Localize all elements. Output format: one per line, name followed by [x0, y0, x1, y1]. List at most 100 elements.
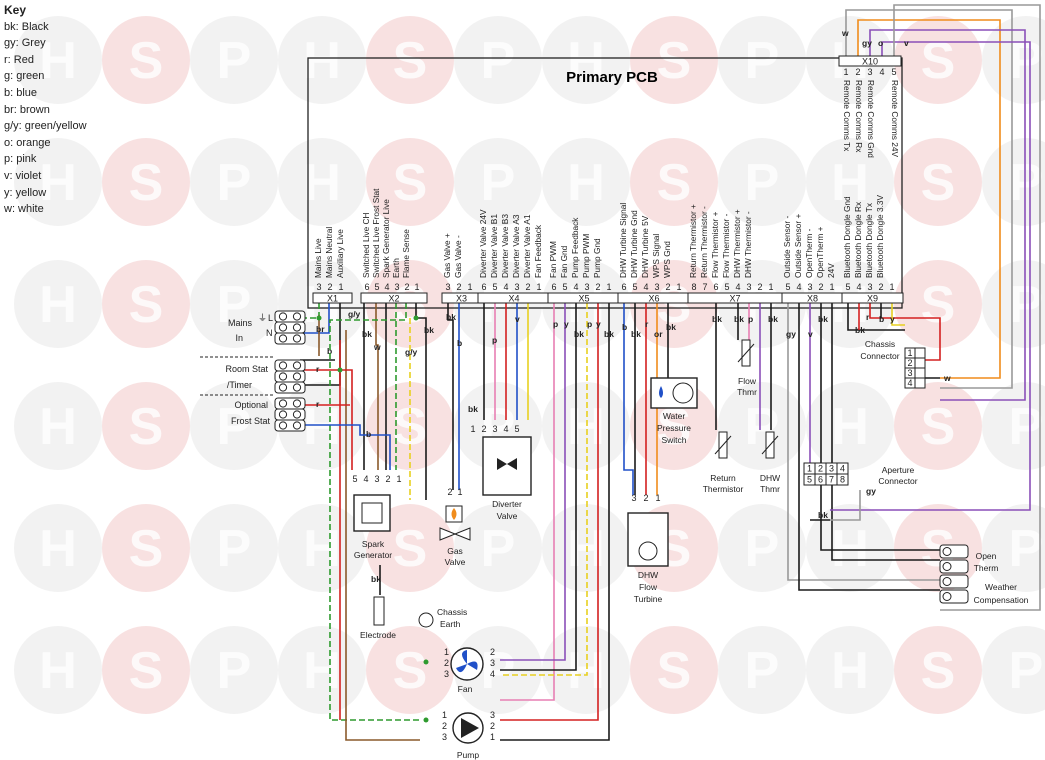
water-drop-icon [659, 386, 663, 398]
pin-number: 2 [855, 67, 860, 77]
wire-color-label: bk [712, 314, 722, 324]
dhw-turbine-label: Flow [639, 582, 658, 592]
pin-number: 4 [503, 282, 508, 292]
wire [845, 9, 1013, 389]
watermark-letter: S [129, 32, 164, 90]
weather-label: Compensation [974, 595, 1029, 605]
chassis-connector-pin: 4 [907, 378, 912, 388]
dhw-thermistor-icon-slash [761, 435, 779, 455]
chassis-connector-pin: 1 [907, 348, 912, 358]
pin-number: 1 [889, 282, 894, 292]
watermark-letter: P [1009, 276, 1044, 334]
watermark-letter: H [831, 398, 869, 456]
mains-terminal-block-screw [278, 312, 288, 321]
pin-number: 3 [654, 282, 659, 292]
watermark-letter: P [745, 520, 780, 578]
watermark-letter: S [129, 520, 164, 578]
wire-color-label: bk [666, 322, 676, 332]
room-stat-terminal: Room Stat /Timer [225, 364, 268, 390]
pin-label: Gas Valve + [442, 233, 452, 278]
connector-x1 [312, 292, 353, 304]
frost-stat-terminal-block-screw [292, 399, 302, 408]
watermark-letter: P [481, 276, 516, 334]
wire [500, 303, 610, 741]
wire [500, 303, 566, 661]
fan-pin: 1 [444, 647, 449, 657]
watermark-disc [190, 138, 278, 226]
room-stat-terminal-block-screw [278, 372, 288, 381]
wire [869, 29, 1026, 401]
watermark-letter: P [1009, 642, 1044, 700]
pin-label: Bluetooth Dongle Gnd [842, 196, 852, 278]
wire [820, 303, 940, 551]
watermark-disc [102, 260, 190, 348]
junction-dot [413, 315, 419, 321]
watermark-letter: P [745, 154, 780, 212]
return-thermistor-label: Return [710, 473, 736, 483]
pin-number: 1 [676, 282, 681, 292]
watermark-disc [102, 382, 190, 470]
wire [798, 303, 940, 591]
key-item: bk: Black [4, 20, 49, 33]
diverter-pin: 4 [503, 424, 508, 434]
watermark-letter: S [657, 642, 692, 700]
mains-terminal-block-screw [278, 334, 288, 343]
aperture-connector-pin: 2 [818, 464, 823, 474]
wire-color-label: r [866, 312, 870, 322]
aperture-connector-pin: 6 [818, 475, 823, 485]
diverter-pin: 1 [470, 424, 475, 434]
wire-color-label: b [366, 429, 371, 439]
junction-dot [337, 367, 343, 373]
mains-terminal-block-screw [292, 312, 302, 321]
gas-valve-body [439, 527, 471, 541]
pin-label: Gas Valve - [453, 235, 463, 278]
pin-number: 2 [878, 282, 883, 292]
wire [329, 303, 420, 721]
junction-dot [423, 659, 429, 665]
wire-color-label: br [316, 324, 325, 334]
pin-number: 4 [856, 282, 861, 292]
connector-id: X5 [578, 294, 589, 304]
pin-number: 2 [327, 282, 332, 292]
aperture-connector-cell [836, 473, 849, 486]
watermark-disc [454, 260, 542, 348]
watermark-disc [894, 16, 982, 104]
turbine-pin: 2 [643, 493, 648, 503]
pin-number: 2 [665, 282, 670, 292]
wire-color-label: bk [446, 312, 456, 322]
chassis-connector-cell [914, 357, 926, 369]
wire [447, 303, 454, 490]
pin-number: 4 [384, 282, 389, 292]
wire [500, 303, 555, 701]
watermark-letter: S [129, 276, 164, 334]
diverter-pin: 3 [492, 424, 497, 434]
earth-icon: ⏚ [258, 313, 267, 323]
aperture-connector-pin: 1 [807, 464, 812, 474]
junction-dot [423, 717, 429, 723]
mains-terminal-block-screw [292, 334, 302, 343]
diverter-pin: 2 [481, 424, 486, 434]
watermark-letter: P [745, 642, 780, 700]
watermark-letter: H [303, 276, 341, 334]
key-item: g: green [4, 70, 45, 83]
watermark-disc [14, 138, 102, 226]
watermark-disc [982, 504, 1045, 592]
aperture-connector-pin: 5 [807, 475, 812, 485]
watermark-letter: P [481, 520, 516, 578]
watermark-disc [718, 382, 806, 470]
watermark-disc [718, 504, 806, 592]
watermark-letter: P [481, 642, 516, 700]
fan-blades [456, 650, 478, 673]
watermark-letter: H [303, 520, 341, 578]
wire [345, 330, 420, 741]
room-stat-label: Room Stat [225, 364, 268, 374]
pin-label: Diverter Valve A1 [522, 214, 532, 278]
watermark-letter: S [657, 32, 692, 90]
wire-color-label: bk [371, 574, 381, 584]
watermark-letter: H [831, 154, 869, 212]
pin-number: 6 [713, 282, 718, 292]
diverter-label: Diverter [492, 499, 522, 509]
watermark-letter: S [393, 154, 428, 212]
wire [830, 490, 861, 521]
